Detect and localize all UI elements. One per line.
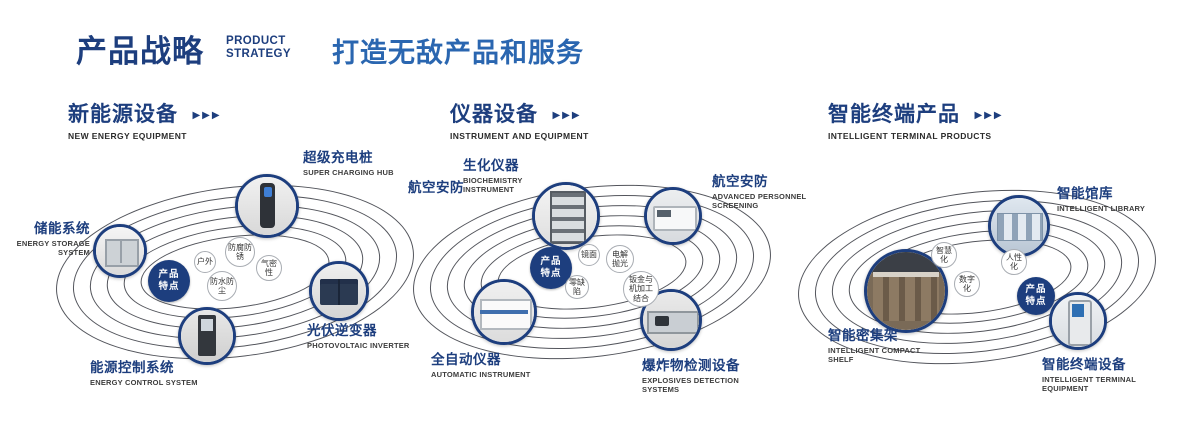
energy-control-system-image (181, 310, 233, 362)
feature-bubble: 防水防尘 (207, 271, 237, 301)
triple-arrow-icon: ▶▶▶ (192, 110, 222, 121)
product-photo-super-charging-hub (235, 174, 299, 238)
feature-bubble: 钣金与机加工结合 (623, 271, 659, 307)
product-photo-intelligent-compact-shelf (864, 249, 948, 333)
page-subtitle: 打造无敌产品和服务 (332, 38, 584, 68)
intelligent-terminal-equipment-image (1052, 295, 1104, 347)
product-label-intelligent-library: 智能馆库 INTELLIGENT LIBRARY (1057, 186, 1146, 213)
section-title: 仪器设备 (450, 103, 538, 126)
page-title-english-line1: PRODUCT (226, 35, 286, 47)
section-title: 新能源设备 (68, 103, 178, 126)
product-features-badge: 产品 特点 (1017, 277, 1055, 315)
product-label-personnel-screening: 航空安防 ADVANCED PERSONNEL SCREENING (712, 174, 807, 210)
feature-bubble: 户外 (194, 251, 216, 273)
automatic-instrument-image (474, 282, 534, 342)
section-title-english: NEW ENERGY EQUIPMENT (68, 131, 187, 141)
label-aviation-security: 航空安防 (408, 180, 464, 195)
product-label-biochemistry-instrument: 生化仪器 BIOCHEMISTRY INSTRUMENT (463, 158, 523, 194)
triple-arrow-icon: ▶▶▶ (974, 110, 1004, 121)
page-title: 产品战略 (76, 34, 204, 69)
product-photo-biochemistry-instrument (532, 182, 600, 250)
biochemistry-instrument-image (535, 185, 597, 247)
page-title-english-line2: STRATEGY (226, 48, 291, 61)
triple-arrow-icon: ▶▶▶ (552, 110, 582, 121)
product-features-badge: 产品 特点 (148, 260, 190, 302)
energy-storage-image (96, 227, 144, 275)
product-label-photovoltaic-inverter: 光伏逆变器 PHOTOVOLTAIC INVERTER (307, 323, 410, 350)
feature-bubble: 气密性 (256, 255, 282, 281)
feature-bubble: 数字化 (954, 271, 980, 297)
personnel-screening-image (647, 190, 699, 242)
section-title-english: INTELLIGENT TERMINAL PRODUCTS (828, 131, 992, 141)
feature-bubble: 智慧化 (931, 242, 957, 268)
section-title-english: INSTRUMENT AND EQUIPMENT (450, 131, 589, 141)
photovoltaic-inverter-image (312, 264, 366, 318)
product-label-energy-storage: 储能系统 ENERGY STORAGE SYSTEM (16, 221, 90, 257)
product-photo-intelligent-terminal-equipment (1049, 292, 1107, 350)
page-title-english: PRODUCT STRATEGY (226, 35, 291, 61)
product-label-super-charging-hub: 超级充电桩 SUPER CHARGING HUB (303, 150, 394, 177)
product-label-automatic-instrument: 全自动仪器 AUTOMATIC INSTRUMENT (431, 352, 531, 379)
product-photo-energy-control-system (178, 307, 236, 365)
intelligent-library-image (991, 198, 1047, 254)
section-header-new-energy: 新能源设备 ▶▶▶ NEW ENERGY EQUIPMENT (68, 98, 222, 141)
section-header-intelligent-terminal: 智能终端产品 ▶▶▶ INTELLIGENT TERMINAL PRODUCTS (828, 98, 1004, 141)
product-photo-personnel-screening (644, 187, 702, 245)
product-photo-explosives-detection (640, 289, 702, 351)
product-label-energy-control-system: 能源控制系统 ENERGY CONTROL SYSTEM (90, 360, 198, 387)
product-label-intelligent-terminal-equipment: 智能终端设备 INTELLIGENT TERMINAL EQUIPMENT (1042, 357, 1136, 393)
intelligent-compact-shelf-image (867, 252, 945, 330)
feature-bubble: 零缺陷 (565, 275, 589, 299)
feature-bubble: 镜面 (578, 244, 600, 266)
feature-bubble: 防腐防锈 (225, 237, 255, 267)
product-photo-intelligent-library (988, 195, 1050, 257)
product-label-explosives-detection: 爆炸物检测设备 EXPLOSIVES DETECTION SYSTEMS (642, 358, 740, 394)
section-title: 智能终端产品 (828, 103, 960, 126)
product-photo-photovoltaic-inverter (309, 261, 369, 321)
product-photo-energy-storage (93, 224, 147, 278)
product-photo-automatic-instrument (471, 279, 537, 345)
super-charging-hub-image (238, 177, 296, 235)
section-header-instruments: 仪器设备 ▶▶▶ INSTRUMENT AND EQUIPMENT (450, 98, 589, 141)
product-label-intelligent-compact-shelf: 智能密集架 INTELLIGENT COMPACT SHELF (828, 328, 921, 364)
feature-bubble: 人性化 (1001, 249, 1027, 275)
feature-bubble: 电解抛光 (606, 245, 634, 273)
